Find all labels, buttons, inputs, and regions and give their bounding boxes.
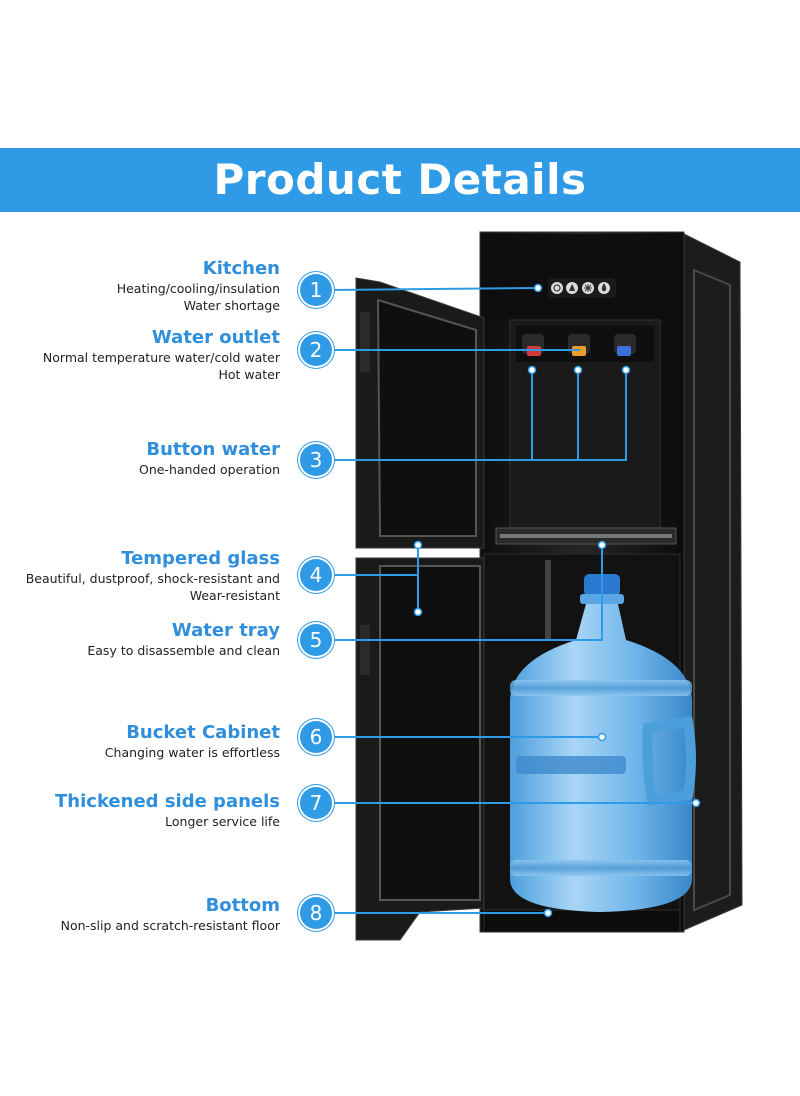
feature-desc: Heating/cooling/insulation xyxy=(116,281,280,296)
feature-desc: Changing water is effortless xyxy=(104,745,280,760)
feature-title: Water tray xyxy=(171,620,280,641)
number-badge: 7 xyxy=(300,787,332,819)
feature-title: Tempered glass xyxy=(121,548,280,569)
feature-desc: Non-slip and scratch-resistant floor xyxy=(60,918,280,933)
feature-water-tray: Water tray Easy to disassemble and clean xyxy=(0,620,280,659)
water-bottle xyxy=(510,574,696,912)
feature-title: Water outlet xyxy=(151,327,280,348)
feature-desc: Easy to disassemble and clean xyxy=(87,643,280,658)
open-door xyxy=(355,277,485,941)
water-drop-icon xyxy=(598,282,610,294)
feature-tempered-glass: Tempered glass Beautiful, dustproof, sho… xyxy=(0,548,280,604)
page-title: Product Details xyxy=(213,155,587,204)
feature-kitchen: Kitchen Heating/cooling/insulation Water… xyxy=(0,258,280,314)
number-badge: 6 xyxy=(300,721,332,753)
feature-desc: Normal temperature water/cold water xyxy=(42,350,280,365)
feature-desc: Longer service life xyxy=(165,814,280,829)
feature-title: Kitchen xyxy=(202,258,280,279)
feature-desc: Beautiful, dustproof, shock-resistant an… xyxy=(25,571,280,586)
control-panel xyxy=(548,278,616,298)
number-badge: 5 xyxy=(300,624,332,656)
cold-icon xyxy=(582,282,594,294)
feature-bottom: Bottom Non-slip and scratch-resistant fl… xyxy=(0,895,280,934)
number-badge: 1 xyxy=(300,274,332,306)
power-icon xyxy=(551,282,563,294)
dispensing-area xyxy=(495,319,677,545)
header-banner: Product Details xyxy=(0,148,800,212)
feature-desc: Wear-resistant xyxy=(189,588,280,603)
feature-button-water: Button water One-handed operation xyxy=(0,439,280,478)
number-badge: 2 xyxy=(300,334,332,366)
heat-icon xyxy=(566,282,578,294)
number-badge: 4 xyxy=(300,559,332,591)
feature-title: Bucket Cabinet xyxy=(126,722,280,743)
number-badge: 3 xyxy=(300,444,332,476)
tap-blue xyxy=(614,334,636,356)
feature-title: Button water xyxy=(146,439,280,460)
feature-water-outlet: Water outlet Normal temperature water/co… xyxy=(0,327,280,383)
feature-desc: One-handed operation xyxy=(138,462,280,477)
feature-side-panels: Thickened side panels Longer service lif… xyxy=(0,791,280,830)
feature-desc: Water shortage xyxy=(183,298,280,313)
feature-desc: Hot water xyxy=(218,367,280,382)
feature-bucket-cabinet: Bucket Cabinet Changing water is effortl… xyxy=(0,722,280,761)
feature-title: Bottom xyxy=(205,895,280,916)
number-badge: 8 xyxy=(300,897,332,929)
feature-title: Thickened side panels xyxy=(55,791,280,812)
